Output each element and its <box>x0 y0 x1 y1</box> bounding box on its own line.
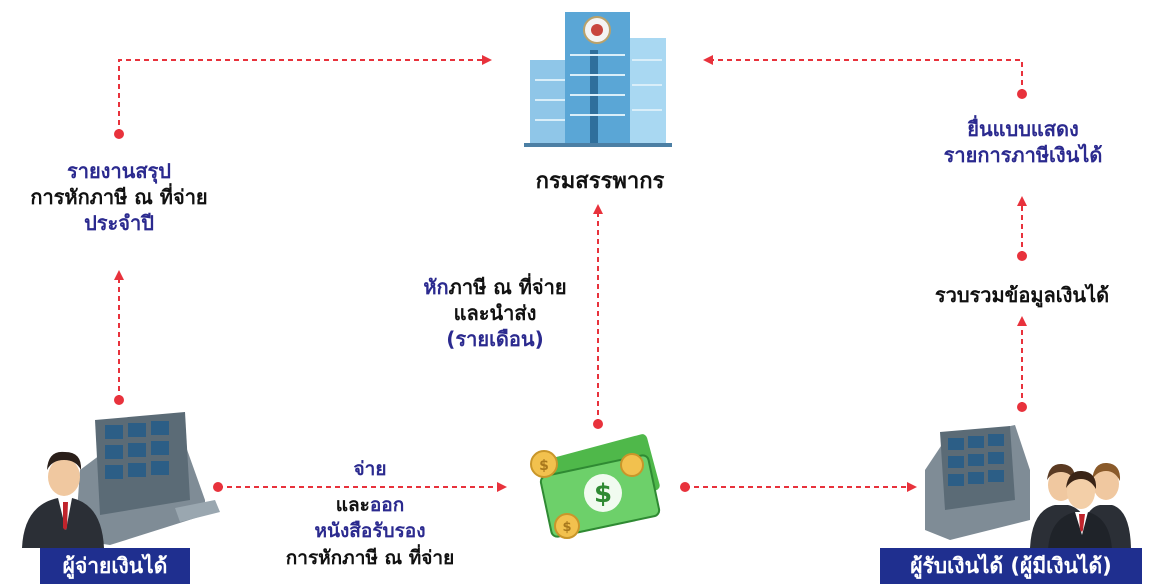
arrow-annual-report-to-revenue-dept <box>118 55 492 134</box>
money-icon: $ $ $ <box>530 434 661 539</box>
file-return-line1: ยื่นแบบแสดง <box>967 117 1079 141</box>
pay-issue-line4: การหักภาษี ณ ที่จ่าย <box>285 546 455 569</box>
withhold-remit-label: หักภาษี ณ ที่จ่าย และนำส่ง (รายเดือน) <box>395 274 595 352</box>
pay-issue-prefix: และ <box>335 494 370 517</box>
file-return-line2: รายการภาษีเงินได้ <box>943 143 1103 167</box>
businessman-icon <box>22 451 104 548</box>
pay-issue-line2: และออก <box>255 492 485 518</box>
withhold-remit-line2: และนำส่ง <box>453 301 537 325</box>
connector-dot <box>114 129 124 139</box>
pay-issue-line1: จ่าย <box>353 458 387 480</box>
pay-issue-rest: ออก <box>369 494 405 517</box>
payer-building-icon <box>75 412 220 545</box>
annual-report-line2: การหักภาษี ณ ที่จ่าย <box>30 185 208 209</box>
payee-badge: ผู้รับเงินได้ (ผู้มีเงินได้) <box>880 548 1142 584</box>
connector-dot <box>680 482 690 492</box>
file-return-label: ยื่นแบบแสดง รายการภาษีเงินได้ <box>905 116 1141 168</box>
withhold-remit-rest: ภาษี ณ ที่จ่าย <box>448 275 567 299</box>
pay-issue-line3: หนังสือรับรอง <box>314 520 426 543</box>
annual-report-line1: รายงานสรุป <box>66 159 171 183</box>
connector-dot <box>114 395 124 405</box>
withhold-remit-line3: (รายเดือน) <box>446 327 544 351</box>
connector-dot <box>1017 251 1027 261</box>
svg-text:$: $ <box>594 479 612 509</box>
annual-report-line3: ประจำปี <box>84 211 154 235</box>
svg-text:$: $ <box>562 520 571 535</box>
svg-text:$: $ <box>539 458 549 474</box>
connector-dot <box>1017 89 1027 99</box>
revenue-department-building-icon <box>524 12 672 147</box>
payer-badge: ผู้จ่ายเงินได้ <box>40 548 190 584</box>
connector-dot <box>213 482 223 492</box>
connector-dot <box>593 419 603 429</box>
payee-building-icon <box>925 425 1030 540</box>
pay-issue-label: จ่าย และออก หนังสือรับรอง การหักภาษี ณ ท… <box>255 456 485 571</box>
annual-report-label: รายงานสรุป การหักภาษี ณ ที่จ่าย ประจำปี <box>0 158 238 236</box>
arrow-file-return-to-revenue-dept <box>703 55 1023 94</box>
revenue-department-label: กรมสรรพากร <box>535 169 665 194</box>
collect-income-label: รวบรวมข้อมูลเงินได้ <box>934 283 1110 307</box>
connector-dot <box>1017 402 1027 412</box>
withhold-remit-line1: หักภาษี ณ ที่จ่าย <box>395 274 595 300</box>
people-group-icon <box>1030 462 1131 550</box>
withhold-remit-prefix: หัก <box>423 275 449 299</box>
